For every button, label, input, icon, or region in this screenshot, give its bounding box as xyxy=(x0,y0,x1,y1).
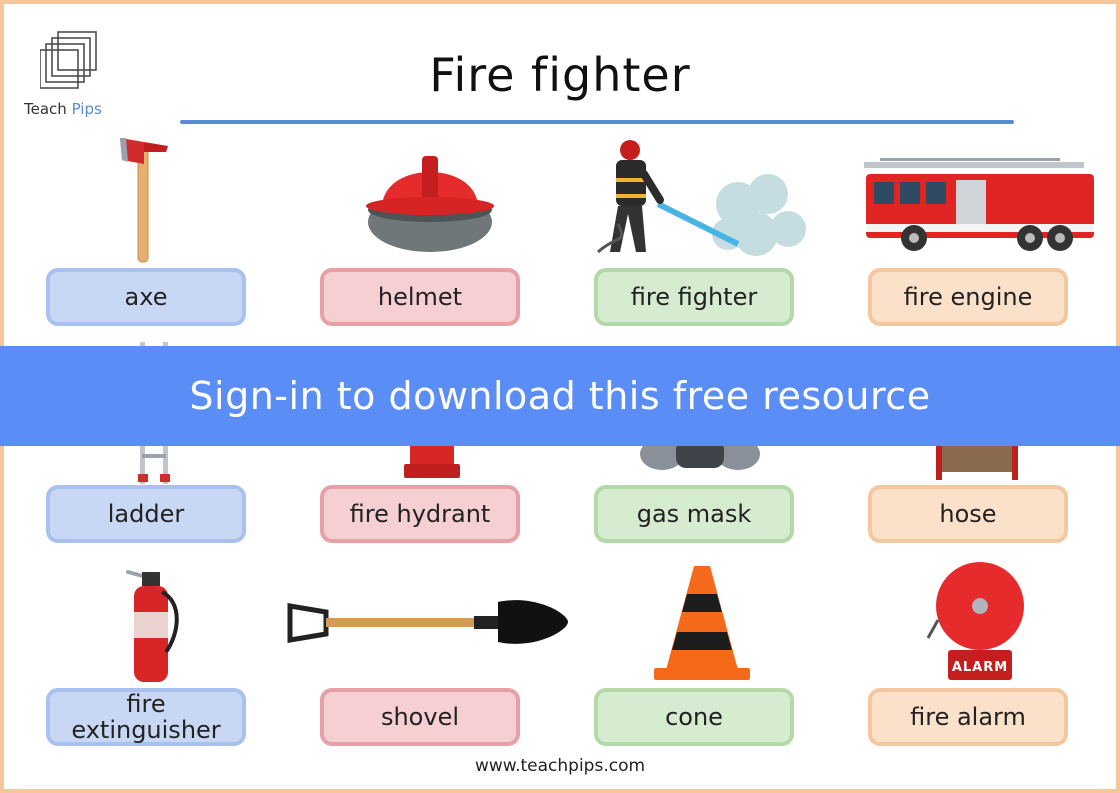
label-axe: axe xyxy=(46,268,246,326)
fire-engine-icon xyxy=(864,158,1094,251)
fire-alarm-icon: ALARM xyxy=(926,562,1024,680)
logo-squares-icon xyxy=(40,31,97,89)
label-fire-fighter: fire fighter xyxy=(594,268,794,326)
label-fire-hydrant: fire hydrant xyxy=(320,485,520,543)
alarm-sign-text: ALARM xyxy=(952,660,1008,675)
label-hose: hose xyxy=(868,485,1068,543)
label-fire-engine: fire engine xyxy=(868,268,1068,326)
logo-text: Teach Pips xyxy=(24,100,102,118)
label-helmet: helmet xyxy=(320,268,520,326)
helmet-icon xyxy=(366,156,494,252)
page-title: Fire fighter xyxy=(429,48,691,102)
logo-text-teach: Teach xyxy=(24,100,67,118)
sign-in-banner[interactable]: Sign-in to download this free resource xyxy=(0,346,1120,446)
gas-mask-icon xyxy=(640,438,760,470)
shovel-icon xyxy=(287,600,568,644)
hose-icon xyxy=(936,434,1018,480)
worksheet: Teach Pips Fire fighter xyxy=(4,4,1116,789)
teachpips-logo[interactable]: Teach Pips xyxy=(24,30,124,130)
axe-icon xyxy=(120,138,168,263)
label-gas-mask: gas mask xyxy=(594,485,794,543)
cone-icon xyxy=(654,566,750,680)
label-cone: cone xyxy=(594,688,794,746)
label-ladder: ladder xyxy=(46,485,246,543)
label-shovel: shovel xyxy=(320,688,520,746)
sign-in-banner-text[interactable]: Sign-in to download this free resource xyxy=(189,374,931,418)
footer-url[interactable]: www.teachpips.com xyxy=(474,756,646,776)
fire-extinguisher-icon xyxy=(126,570,179,682)
firefighter-icon xyxy=(596,140,806,256)
title-underline xyxy=(180,120,1014,124)
label-fire-extinguisher: fire extinguisher xyxy=(46,688,246,746)
logo-text-pips: Pips xyxy=(71,100,102,118)
label-fire-alarm: fire alarm xyxy=(868,688,1068,746)
